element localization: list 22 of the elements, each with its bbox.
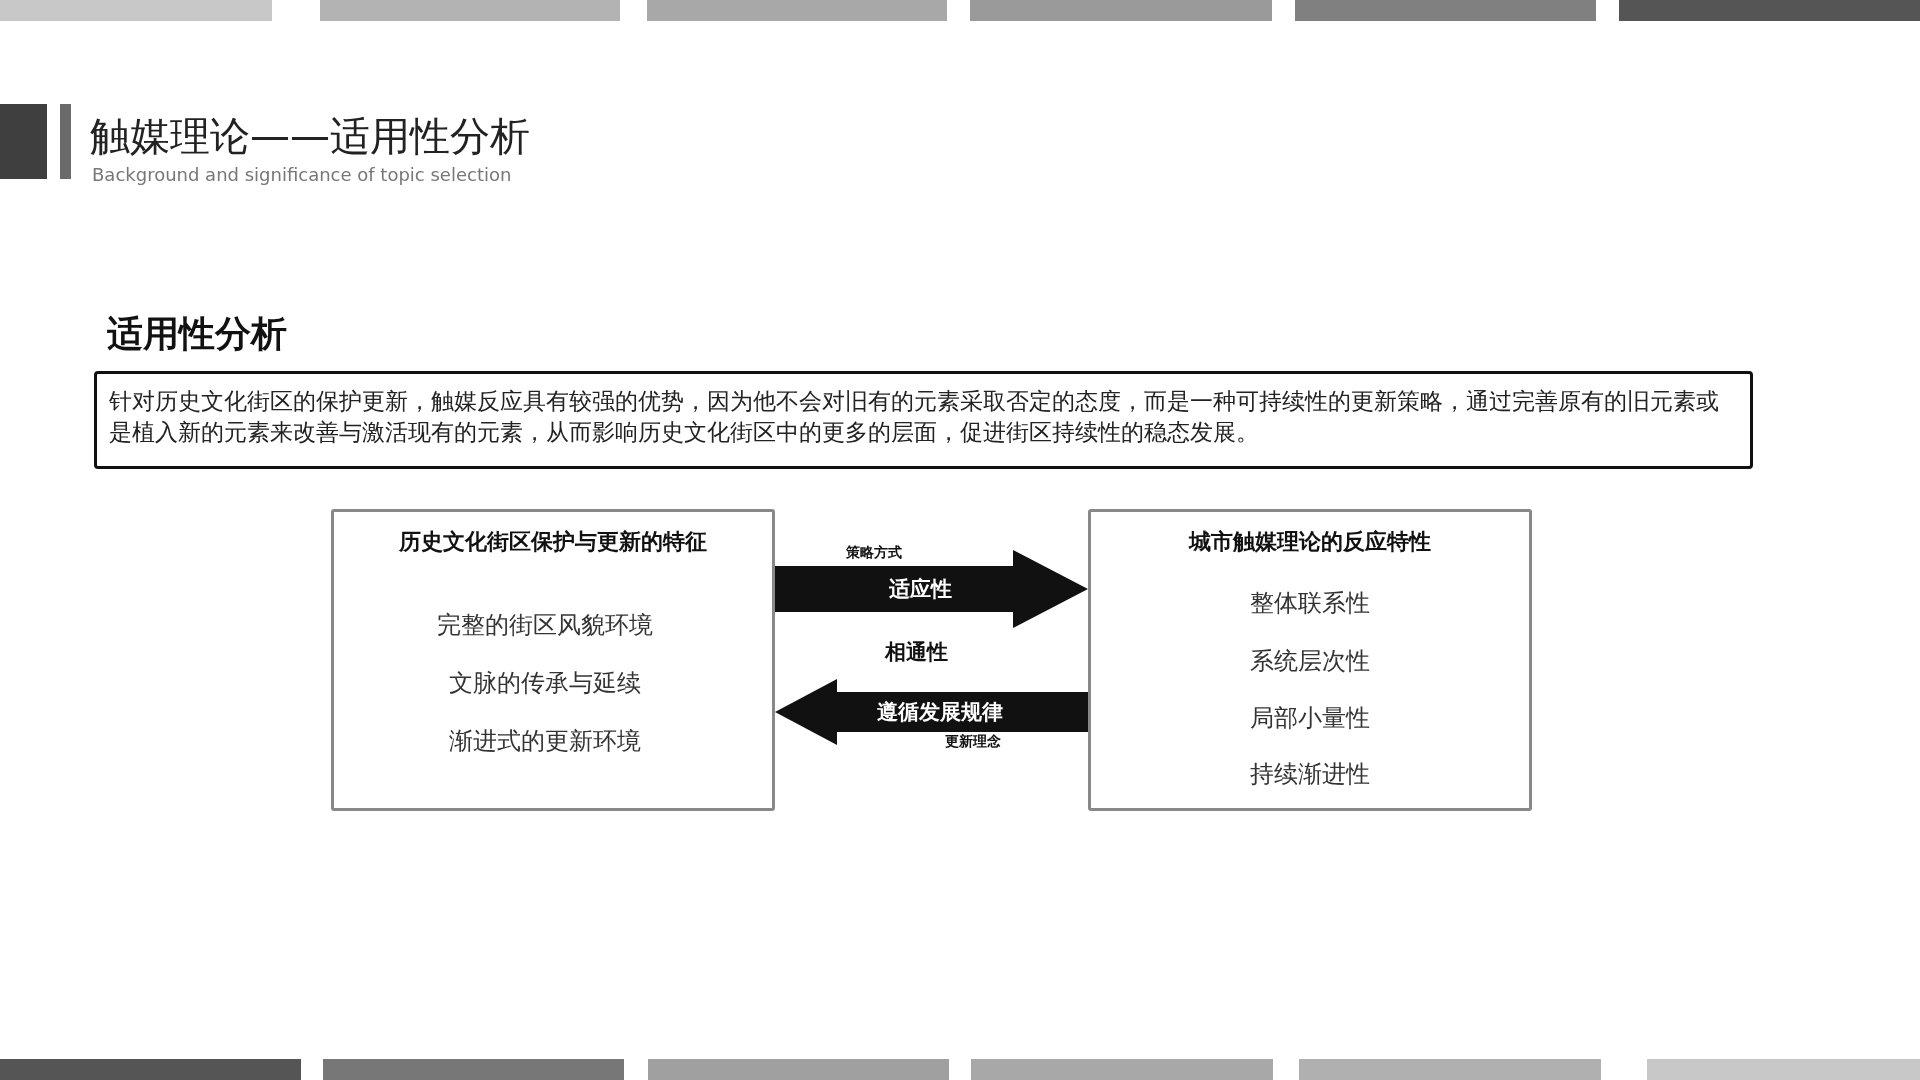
list-item: 持续渐进性 [1249, 759, 1371, 789]
list-item: 渐进式的更新环境 [448, 726, 642, 756]
list-item: 局部小量性 [1249, 703, 1371, 733]
block-arrow [775, 550, 1088, 628]
list-item: 系统层次性 [1249, 646, 1371, 676]
center-label: 相通性 [885, 640, 948, 666]
section-heading: 适用性分析 [107, 312, 287, 356]
list-item: 文脉的传承与延续 [448, 668, 642, 698]
box-heading: 城市触媒理论的反应特性 [1187, 528, 1432, 556]
list-item: 完整的街区风貌环境 [436, 610, 654, 640]
arrow-caption: 更新理念 [945, 733, 1001, 750]
arrow-caption: 策略方式 [846, 544, 902, 561]
edge-label: 适应性 [888, 576, 952, 602]
block-arrow [775, 679, 1088, 745]
edge-label: 遵循发展规律 [877, 699, 1003, 725]
box-heading: 历史文化街区保护与更新的特征 [398, 528, 708, 556]
subtitle: Background and significance of topic selection [92, 164, 512, 186]
title: 触媒理论——适用性分析 [90, 112, 530, 160]
list-item: 整体联系性 [1249, 588, 1371, 618]
feature-box [331, 509, 775, 811]
feature-box [1088, 509, 1532, 811]
paragraph: 针对历史文化街区的保护更新，触媒反应具有较强的优势，因为他不会对旧有的元素采取否定的态度，而是一种可持续性的更新策略，通过完善原有的旧元素或是植入新的元素来改善与激活现有的元素，从而影响历史文化街区中的更多的层面，促进街区持续性的稳态发展。 [109, 387, 1720, 447]
